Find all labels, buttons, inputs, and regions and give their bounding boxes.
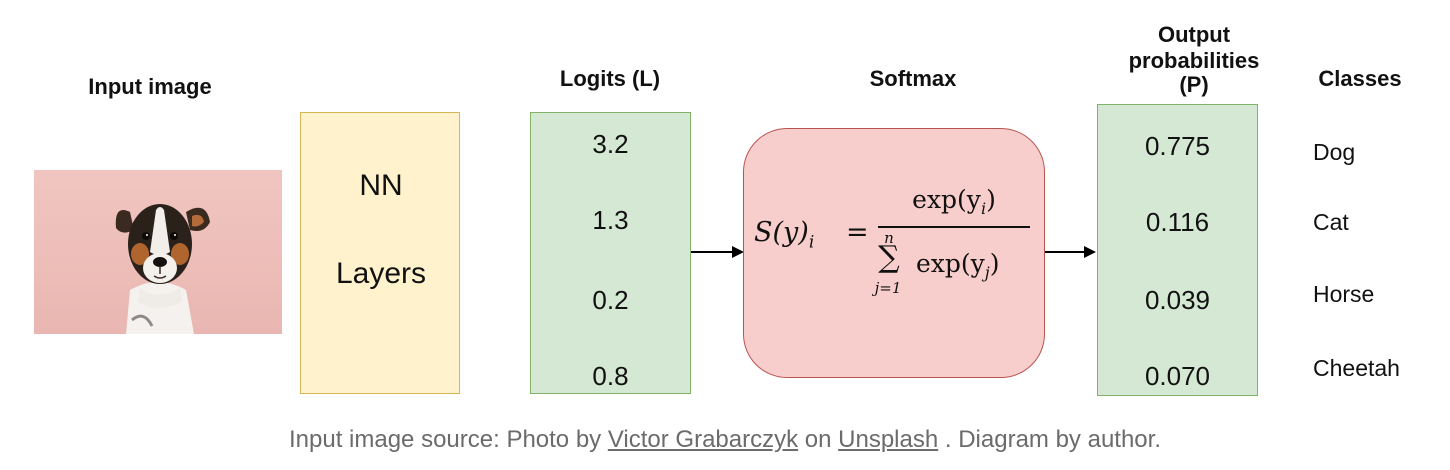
logit-value: 1.3 xyxy=(592,205,629,235)
output-header-line-2: probabilities xyxy=(1128,48,1260,73)
output-probabilities-box: 0.775 0.116 0.039 0.070 xyxy=(1097,104,1258,396)
probability-value: 0.775 xyxy=(1144,131,1211,161)
input-dog-photo xyxy=(34,170,282,334)
caption-suffix: . Diagram by author. xyxy=(938,426,1161,453)
formula-sum-lower: j=1 xyxy=(874,279,902,297)
probability-value: 0.116 xyxy=(1145,207,1210,237)
input-image-header: Input image xyxy=(88,74,212,99)
output-header-line-1: Output xyxy=(1157,22,1231,47)
nn-label-line-1: NN xyxy=(359,169,403,202)
formula-fraction-bar xyxy=(878,226,1030,228)
nn-label-line-2: Layers xyxy=(335,257,427,290)
logit-value: 0.2 xyxy=(592,285,629,315)
classes-header: Classes xyxy=(1318,66,1402,91)
caption-middle: on xyxy=(798,426,839,453)
nn-layers-box: NN Layers xyxy=(300,112,460,394)
arrow-softmax-to-output xyxy=(1045,246,1096,258)
output-probabilities-header: Output probabilities (P) xyxy=(1108,22,1280,98)
dog-illustration xyxy=(115,204,210,334)
formula-lhs: S(y)i xyxy=(754,217,815,253)
class-label: Dog xyxy=(1313,139,1356,165)
logit-value: 3.2 xyxy=(592,129,629,159)
formula-sum-upper: n xyxy=(884,229,894,247)
logits-box: 3.2 1.3 0.2 0.8 xyxy=(530,112,691,394)
class-label: Cat xyxy=(1313,209,1349,235)
logit-value: 0.8 xyxy=(592,361,629,391)
photographer-link[interactable]: Victor Grabarczyk xyxy=(607,426,799,453)
arrow-logits-to-softmax xyxy=(691,246,744,258)
formula-sum-symbol: ∑ xyxy=(878,240,900,275)
probability-value: 0.070 xyxy=(1144,361,1211,391)
softmax-header: Softmax xyxy=(869,66,957,91)
formula-equals: = xyxy=(846,217,869,248)
unsplash-link[interactable]: Unsplash xyxy=(838,426,939,453)
class-label: Cheetah xyxy=(1313,355,1400,381)
probability-value: 0.039 xyxy=(1144,285,1211,315)
formula-numerator: exp(yi) xyxy=(912,185,996,218)
formula-denominator: exp(yj) xyxy=(916,249,1000,282)
class-label: Horse xyxy=(1313,281,1375,307)
softmax-box: S(y)i = exp(yi) n ∑ j=1 exp(yj) xyxy=(743,128,1045,378)
softmax-formula: S(y)i = exp(yi) n ∑ j=1 exp(yj) xyxy=(744,129,1046,379)
caption-prefix: Input image source: Photo by xyxy=(288,426,608,453)
figure-caption: Input image source: Photo by Victor Grab… xyxy=(0,426,1450,454)
logits-header: Logits (L) xyxy=(559,66,661,91)
output-header-line-3: (P) xyxy=(1179,72,1209,97)
